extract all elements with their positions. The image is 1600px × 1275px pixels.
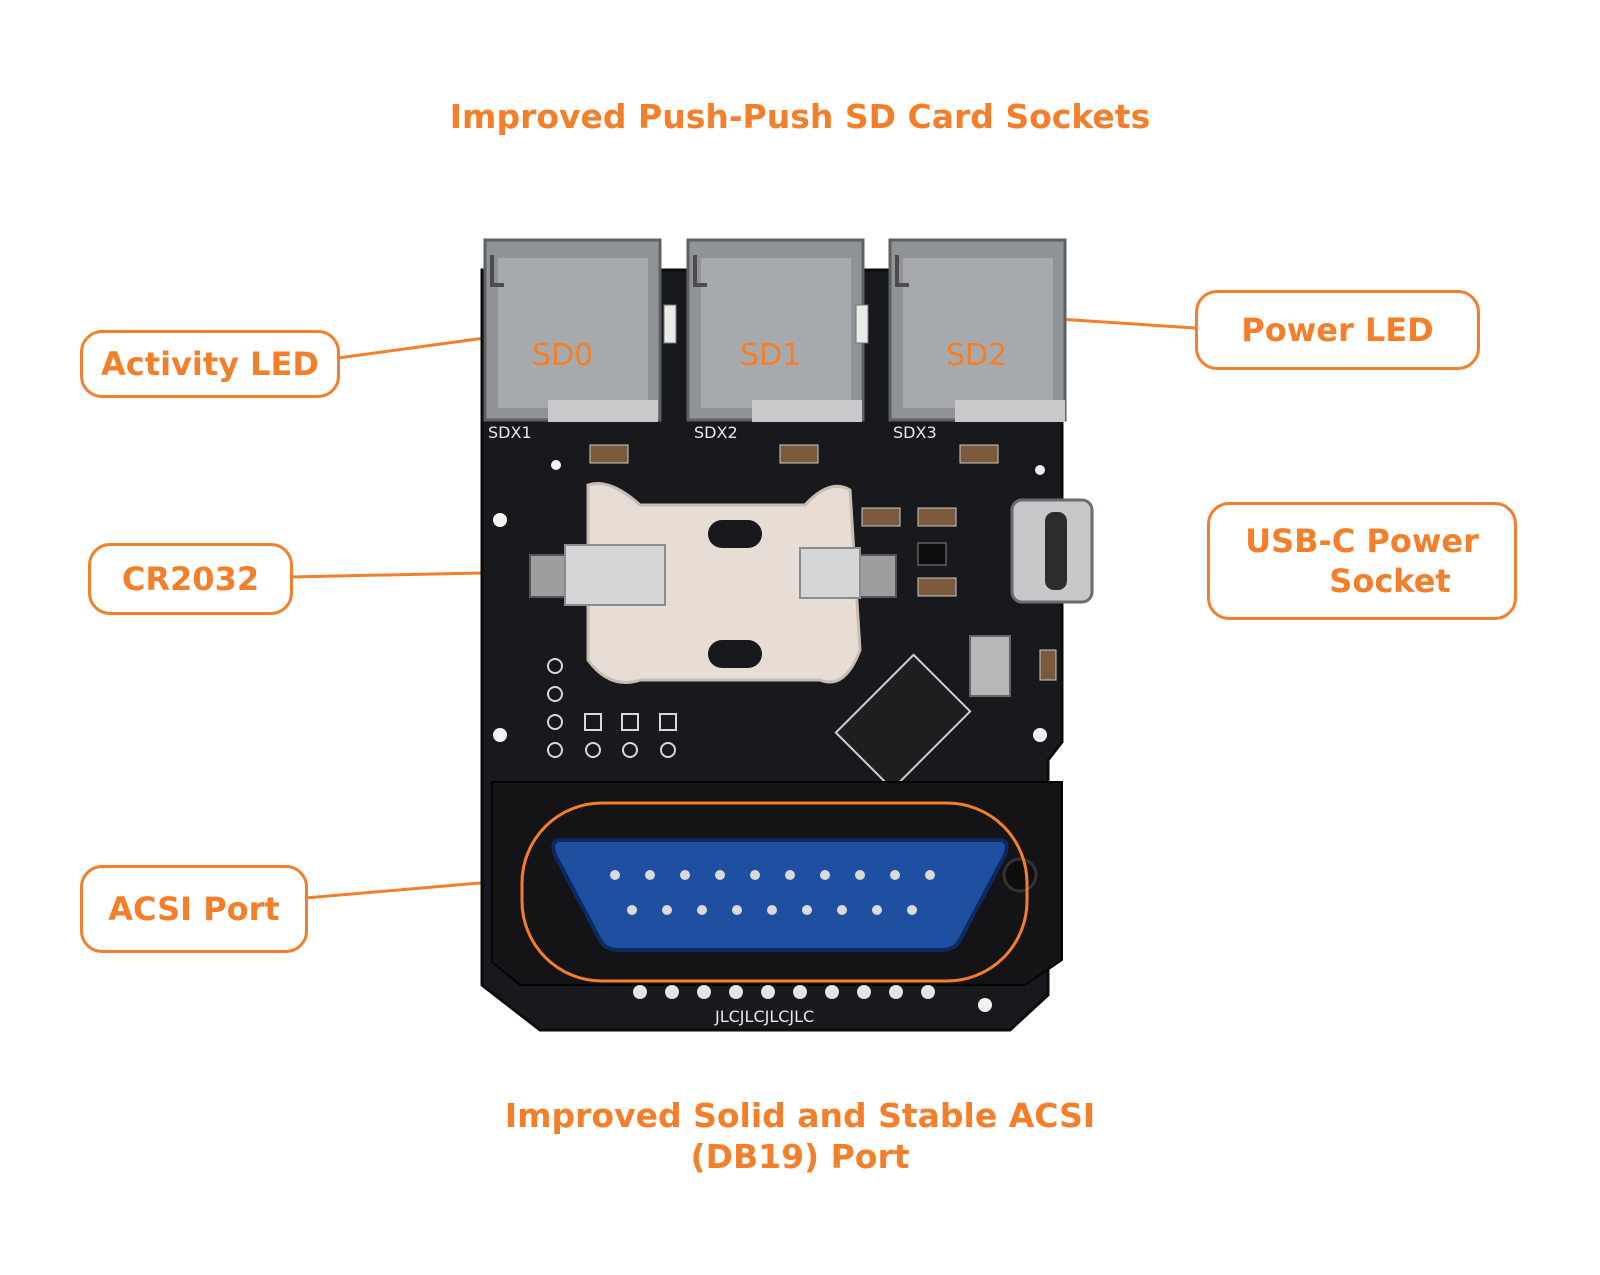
acsi-highlight [520, 801, 1029, 983]
header-j14 [547, 658, 677, 758]
headline-bottom-line1: Improved Solid and Stable ACSI [504, 1096, 1096, 1135]
callout-acsi-port: ACSI Port [80, 865, 308, 953]
leader-acsi [304, 878, 516, 900]
callout-power-led: Power LED [1195, 290, 1480, 370]
power-led [855, 304, 869, 344]
callout-usbc-line1: USB-C Power [1245, 522, 1479, 560]
callout-cr2032: CR2032 [88, 543, 293, 615]
silk-sdx2: SDX2 [694, 423, 738, 442]
sd-socket-2 [888, 238, 1067, 422]
mcu-chip [834, 653, 972, 791]
sd-socket-1 [686, 238, 865, 422]
silk-sdx3: SDX3 [893, 423, 937, 442]
cr2032-holder [529, 482, 897, 684]
db19-connector [551, 838, 1038, 952]
sd0-label: SD0 [532, 338, 593, 373]
sd-socket-0 [483, 238, 662, 422]
callout-usbc: USB-C Power Socket [1207, 502, 1517, 620]
callout-activity-led-text: Activity LED [101, 345, 319, 383]
headline-bottom-line2: (DB19) Port [690, 1137, 910, 1176]
silk-jlc: JLCJLCJLCJLC [714, 1007, 814, 1026]
callout-acsi-port-text: ACSI Port [108, 890, 280, 928]
u1-chip [917, 542, 947, 566]
headline-top: Improved Push-Push SD Card Sockets [449, 97, 1151, 136]
silk-sdx1: SDX1 [488, 423, 532, 442]
smd-components [589, 444, 1057, 681]
activity-led [663, 304, 677, 344]
callout-usbc-line2: Socket [1329, 562, 1451, 600]
callout-power-led-text: Power LED [1241, 311, 1434, 349]
solder-pads [633, 985, 935, 999]
callout-cr2032-text: CR2032 [121, 560, 260, 598]
usbc-socket [1010, 498, 1094, 604]
callout-activity-led: Activity LED [80, 330, 340, 398]
sd2-label: SD2 [946, 338, 1007, 373]
crystal-x2 [969, 635, 1011, 697]
sd1-label: SD1 [740, 338, 801, 373]
